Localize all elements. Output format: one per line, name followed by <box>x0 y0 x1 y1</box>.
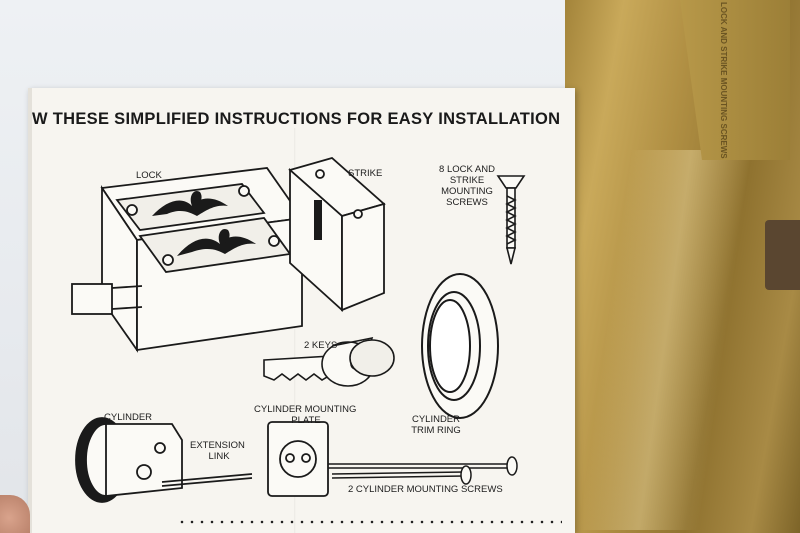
lock-screw-drawing <box>496 175 526 265</box>
trim-ring-label-line2: TRIM RING <box>411 425 461 436</box>
lock-hardware-piece <box>765 220 800 290</box>
thumb <box>0 495 30 533</box>
screws-label-line1: 8 LOCK AND <box>439 164 495 175</box>
card-sheen <box>578 150 752 530</box>
gold-packaging-card <box>565 0 800 533</box>
booklet-crease <box>294 128 296 533</box>
card-rotated-text: LOCK AND STRIKE MOUNTING SCREWS <box>719 2 728 159</box>
strike-drawing <box>288 156 386 313</box>
lock-drawing <box>71 167 304 353</box>
cylinder-label: CYLINDER <box>104 412 153 423</box>
cylinder-screws-drawing <box>328 456 518 485</box>
extension-label-line2: LINK <box>208 451 230 462</box>
trim-ring-drawing <box>421 273 499 419</box>
trim-ring-label-line1: CYLINDER <box>411 414 461 425</box>
keys-drawing <box>263 336 395 387</box>
fleur-de-lis-decor <box>152 190 256 256</box>
mounting-plate-label-line2: PLATE <box>291 415 321 426</box>
extension-label-line1: EXTENSION <box>190 440 245 451</box>
cylinder-screws-label: 2 CYLINDER MOUNTING SCREWS <box>348 484 503 495</box>
perforation-dots <box>177 520 562 524</box>
screws-label-line2: STRIKE <box>449 175 485 186</box>
mounting-plate-drawing <box>267 421 329 497</box>
lock-label: LOCK <box>136 170 162 181</box>
instruction-booklet: W THESE SIMPLIFIED INSTRUCTIONS FOR EASY… <box>28 88 575 533</box>
cylinder-drawing <box>75 417 253 503</box>
instructions-heading: W THESE SIMPLIFIED INSTRUCTIONS FOR EASY… <box>32 110 561 128</box>
mounting-plate-label-line1: CYLINDER MOUNTING <box>254 404 357 415</box>
keys-label: 2 KEYS <box>304 340 338 351</box>
screws-label-line3: MOUNTING <box>441 186 493 197</box>
strike-label: STRIKE <box>348 168 383 179</box>
screws-label-line4: SCREWS <box>446 197 488 208</box>
card-fold-tab <box>680 0 790 160</box>
parts-illustration <box>71 156 526 503</box>
